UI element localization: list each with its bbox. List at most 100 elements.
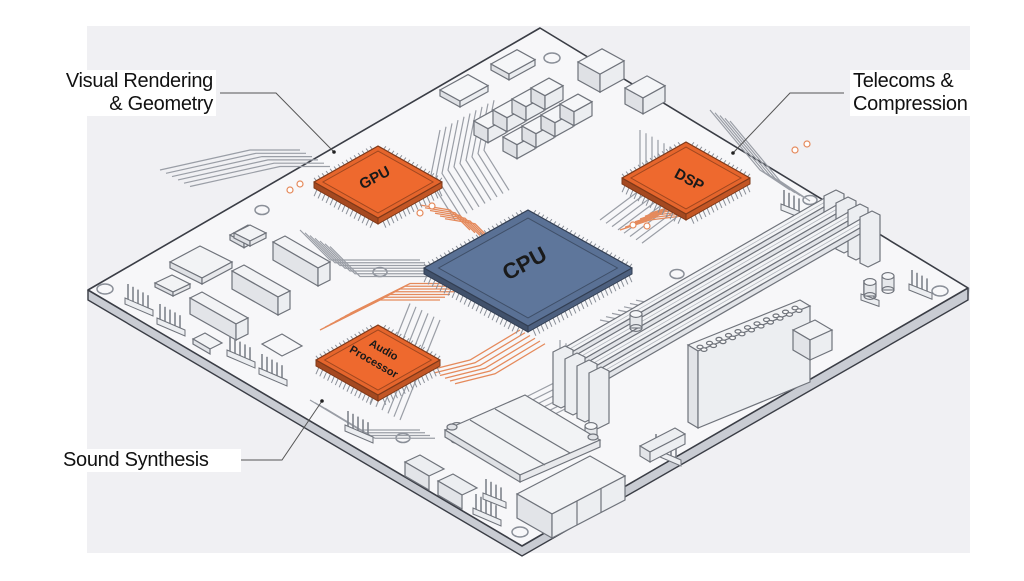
- trace: [329, 246, 450, 278]
- power-pin-hole: [738, 331, 746, 337]
- chip-die: [437, 217, 619, 319]
- leader-gpu: [220, 92, 335, 153]
- power-pin-hole: [785, 312, 794, 317]
- ram-slot-groove: [572, 204, 845, 362]
- ram-slot-groove: [596, 218, 869, 376]
- heatsink-fin: [494, 408, 571, 454]
- callout-dsp: Telecoms & Compression: [850, 70, 996, 116]
- cpu-chip: [423, 209, 633, 336]
- via: [286, 186, 294, 194]
- trace: [429, 329, 521, 371]
- callout-gpu-line2: & Geometry: [109, 93, 213, 115]
- trace: [465, 110, 492, 201]
- via: [791, 146, 799, 154]
- mounting-hole: [254, 204, 270, 216]
- callout-audio-line1: Sound Synthesis: [63, 449, 209, 471]
- board-side-line: [87, 288, 969, 557]
- trace: [159, 149, 300, 171]
- mounting-hole: [511, 526, 529, 538]
- callout-dsp-line2: Compression: [853, 93, 968, 115]
- trace: [434, 212, 486, 239]
- trace: [441, 123, 468, 214]
- gpu-chip: [313, 145, 443, 228]
- ram-slots: [552, 189, 881, 430]
- via: [629, 221, 637, 229]
- capacitor-base: [863, 292, 877, 300]
- callout-dsp-line1: Telecoms &: [853, 70, 954, 92]
- mounting-hole: [543, 52, 561, 64]
- power-connector: [686, 299, 812, 430]
- ethernet-block: [791, 319, 834, 362]
- leader-dot: [731, 151, 735, 155]
- capacitor-base: [881, 286, 895, 294]
- callout-leaders: [220, 92, 844, 461]
- capacitor-top: [629, 310, 643, 318]
- trace: [183, 162, 324, 184]
- trace: [309, 235, 430, 267]
- header-base: [472, 507, 502, 527]
- ram-slot-groove: [584, 211, 857, 369]
- trace: [454, 343, 546, 385]
- mounting-hole: [669, 268, 685, 280]
- ram-latch: [588, 366, 610, 430]
- capacitor-top: [881, 272, 895, 280]
- leader-dot: [320, 399, 324, 403]
- capacitor-top: [584, 422, 598, 430]
- chipset-heatsink: [443, 394, 602, 484]
- via: [803, 140, 811, 148]
- mounting-holes: [96, 52, 949, 538]
- trace: [299, 229, 420, 261]
- trace: [447, 119, 474, 211]
- header-base: [124, 297, 154, 317]
- trace: [444, 337, 536, 379]
- block-top: [438, 73, 490, 102]
- trace: [165, 152, 306, 174]
- callout-gpu: Visual Rendering & Geometry: [40, 70, 216, 116]
- trace: [429, 209, 481, 236]
- chip-die: [321, 150, 435, 214]
- power-pin-hole: [700, 347, 708, 353]
- heatsink-fin: [469, 419, 546, 466]
- trace: [729, 120, 811, 202]
- trace: [434, 332, 526, 374]
- via: [296, 180, 304, 188]
- left-components: [153, 224, 332, 357]
- front-panel-header: [638, 427, 687, 463]
- block-top: [558, 93, 594, 113]
- mounting-hole: [931, 285, 949, 297]
- via: [416, 209, 424, 217]
- trace: [171, 156, 312, 178]
- header-base: [908, 283, 933, 300]
- ram-slot-groove: [560, 197, 833, 355]
- block-top: [576, 48, 626, 75]
- capacitor-base: [629, 324, 643, 332]
- power-pin-hole: [795, 308, 803, 314]
- trace: [453, 116, 480, 208]
- trace: [324, 407, 435, 439]
- trace: [314, 237, 435, 269]
- block-top: [529, 77, 565, 97]
- dsp-chip: [621, 141, 751, 224]
- callout-gpu-line1: Visual Rendering: [65, 70, 213, 92]
- mounting-hole: [802, 194, 818, 206]
- trace: [304, 232, 425, 264]
- header-base: [344, 424, 374, 444]
- usb-stack: [515, 455, 627, 540]
- block-top: [489, 49, 537, 75]
- trace: [435, 126, 462, 218]
- power-pin-hole: [766, 319, 775, 325]
- header-base: [860, 293, 880, 308]
- chip-die: [629, 146, 743, 210]
- audio-processor-chip: [315, 324, 441, 405]
- power-pin-hole: [719, 339, 727, 345]
- sata-ports: [403, 454, 479, 511]
- ram-latch: [859, 210, 881, 268]
- callout-audio: Sound Synthesis: [60, 449, 241, 472]
- outline-pad: [260, 333, 304, 357]
- power-pin-hole: [709, 343, 718, 349]
- header-base: [156, 317, 186, 337]
- trace: [424, 207, 476, 234]
- via: [428, 202, 436, 210]
